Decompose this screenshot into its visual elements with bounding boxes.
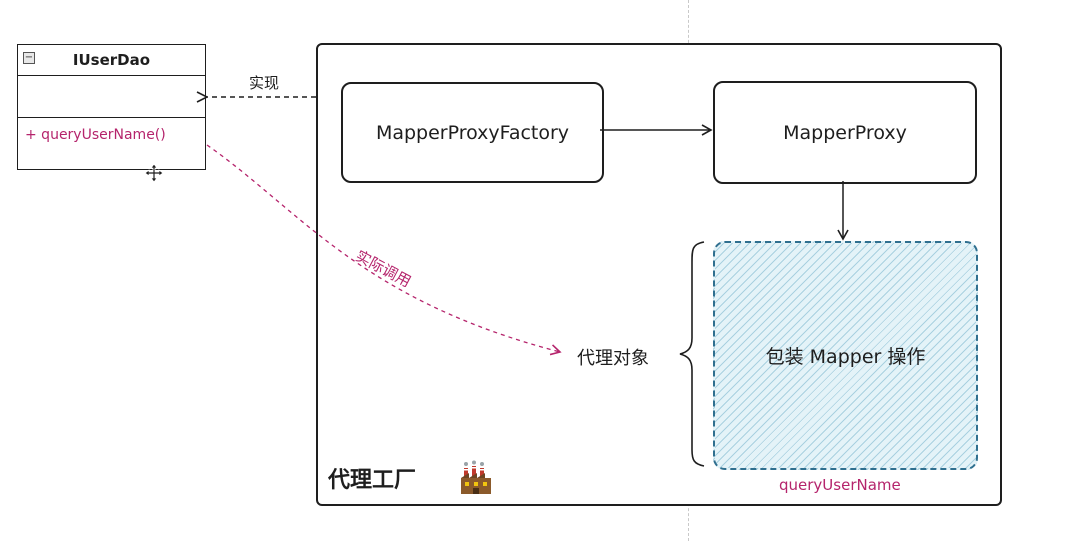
wrapper-method-label: queryUserName: [779, 476, 901, 494]
wrapper-mapper-label: 包装 Mapper 操作: [765, 346, 926, 368]
implements-label: 实现: [249, 74, 280, 92]
factory-icon: [461, 460, 491, 494]
mapper-proxy-label: MapperProxy: [783, 121, 907, 144]
proxy-object-label: 代理对象: [577, 348, 649, 369]
factory-title: 代理工厂: [328, 468, 417, 493]
interface-attributes-section: [18, 76, 205, 118]
wrapper-mapper-box[interactable]: 包装 Mapper 操作: [713, 241, 978, 470]
interface-method: + queryUserName(): [25, 127, 166, 143]
collapse-icon[interactable]: −: [23, 52, 35, 64]
mapper-proxy-factory-node[interactable]: MapperProxyFactory: [341, 82, 604, 183]
mapper-proxy-node[interactable]: MapperProxy: [713, 81, 977, 184]
interface-class-box[interactable]: − IUserDao + queryUserName(): [17, 44, 206, 170]
interface-name: IUserDao: [18, 45, 205, 76]
move-cursor-icon: [144, 163, 164, 183]
mapper-proxy-factory-label: MapperProxyFactory: [375, 121, 570, 144]
